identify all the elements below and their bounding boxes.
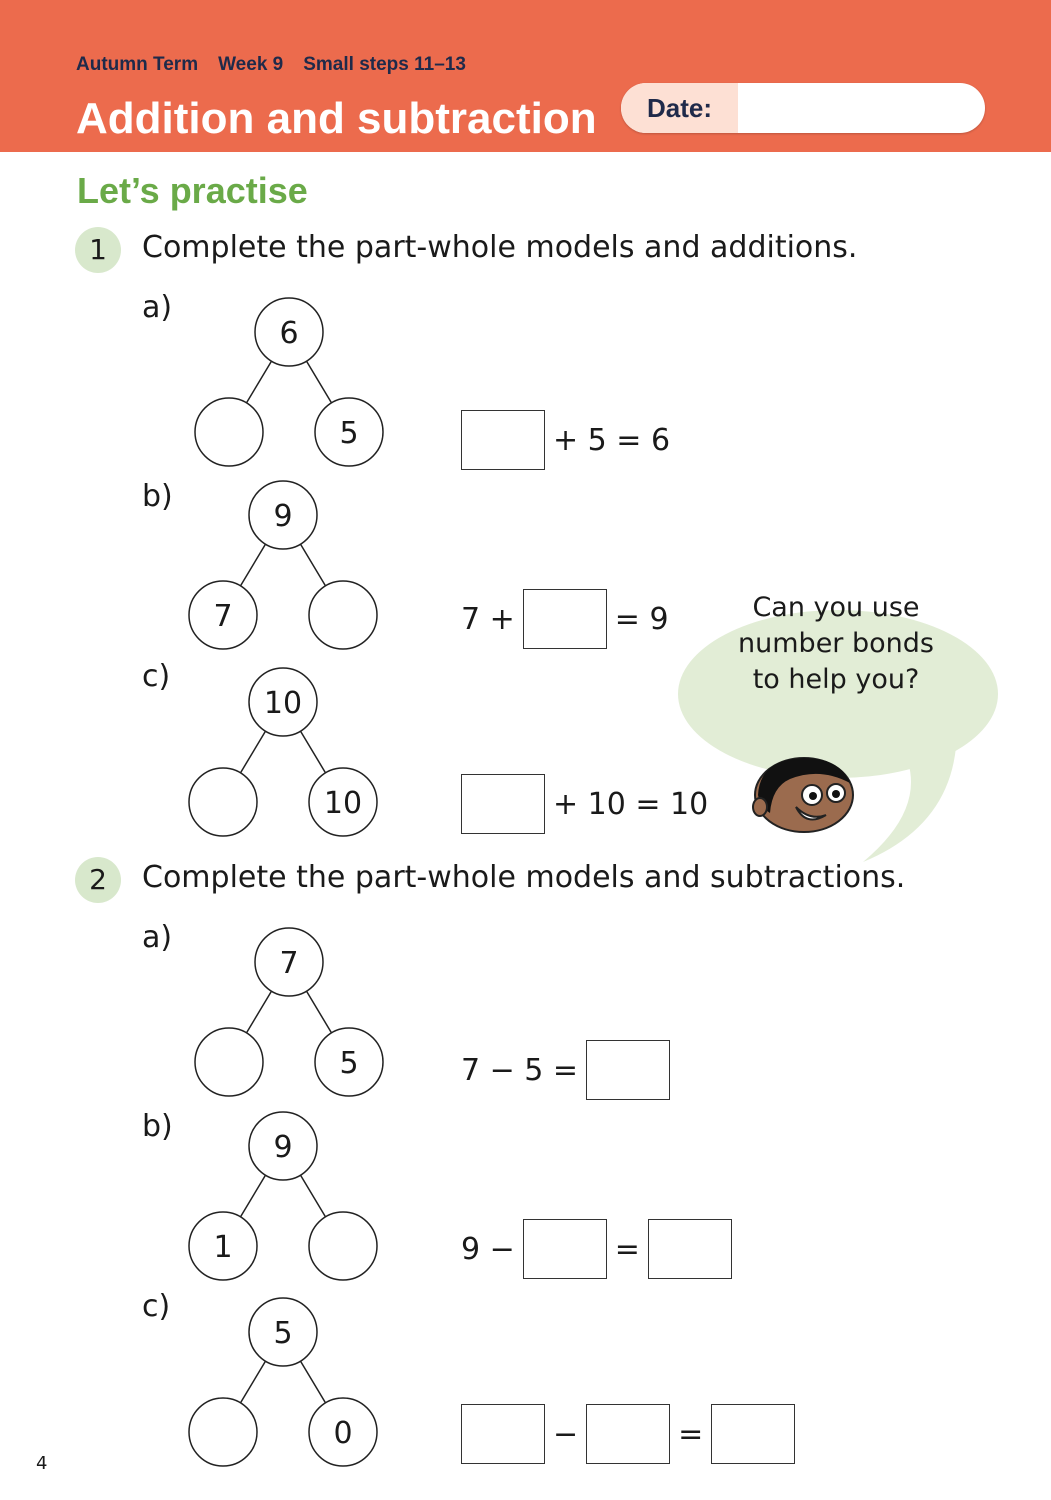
- model-right-circle: [314, 1027, 384, 1097]
- model-whole-circle: [248, 667, 318, 737]
- model-branch-line: [305, 360, 333, 404]
- hint-line: number bonds: [738, 628, 934, 659]
- model-left-circle[interactable]: [194, 1027, 264, 1097]
- equation: + 5 = 6: [461, 410, 670, 470]
- section-title: Let’s practise: [77, 170, 308, 211]
- answer-box[interactable]: [461, 1404, 545, 1464]
- model-branch-line: [239, 543, 267, 587]
- model-whole-circle: [248, 480, 318, 550]
- model-whole-value: 7: [279, 946, 298, 981]
- equation-text: 9 −: [461, 1231, 515, 1267]
- model-whole-circle: [254, 927, 324, 997]
- model-right-circle: [308, 767, 378, 837]
- part-label: a): [142, 290, 173, 325]
- answer-box[interactable]: [461, 774, 545, 834]
- question-number: 1: [75, 227, 121, 273]
- part-label: b): [142, 1109, 173, 1144]
- page-title: Addition and subtraction: [76, 94, 597, 143]
- model-left-circle: [188, 580, 258, 650]
- answer-box[interactable]: [711, 1404, 796, 1464]
- model-whole-value: 9: [273, 1130, 292, 1165]
- breadcrumb: Autumn Term Week 9 Small steps 11–13: [76, 54, 466, 76]
- answer-box[interactable]: [522, 589, 607, 649]
- model-right-circle[interactable]: [308, 1211, 378, 1281]
- equation: 7 − 5 =: [461, 1040, 671, 1100]
- equation-text: = 9: [614, 601, 669, 637]
- model-right-value: 5: [339, 416, 358, 451]
- model-whole-value: 10: [264, 686, 302, 721]
- model-whole-circle: [248, 1297, 318, 1367]
- equation: + 10 = 10: [461, 774, 708, 834]
- week-label: Week 9: [218, 54, 284, 75]
- model-branch-line: [299, 1360, 327, 1404]
- hint-text: Can you use number bonds to help you?: [700, 590, 972, 698]
- model-whole-value: 9: [273, 499, 292, 534]
- equation-text: + 5 = 6: [553, 422, 671, 458]
- hint-line: Can you use: [752, 592, 920, 623]
- date-field[interactable]: Date:: [621, 83, 985, 133]
- model-branch-line: [239, 1360, 267, 1404]
- model-left-circle[interactable]: [188, 767, 258, 837]
- header-banner: Autumn Term Week 9 Small steps 11–13 Add…: [0, 0, 1051, 152]
- equation-text: 7 − 5 =: [461, 1052, 579, 1088]
- answer-box[interactable]: [647, 1219, 732, 1279]
- answer-box[interactable]: [586, 1040, 671, 1100]
- model-whole-circle: [248, 1111, 318, 1181]
- equation: −=: [461, 1404, 796, 1464]
- equation: 7 + = 9: [461, 589, 669, 649]
- question-number: 2: [75, 857, 121, 903]
- model-branch-line: [239, 1174, 267, 1218]
- model-right-circle[interactable]: [308, 580, 378, 650]
- model-whole-circle: [254, 297, 324, 367]
- model-right-value: 5: [339, 1046, 358, 1081]
- model-branch-line: [245, 360, 273, 404]
- model-branch-line: [305, 990, 333, 1034]
- model-branch-line: [299, 1174, 327, 1218]
- model-left-circle[interactable]: [188, 1397, 258, 1467]
- model-left-value: 7: [213, 599, 232, 634]
- equation-text: =: [614, 1231, 640, 1267]
- part-label: a): [142, 920, 173, 955]
- model-right-value: 0: [333, 1416, 352, 1451]
- model-left-circle[interactable]: [194, 397, 264, 467]
- date-label: Date:: [621, 83, 738, 133]
- model-whole-value: 6: [279, 316, 298, 351]
- question-text: Complete the part-whole models and subtr…: [142, 860, 906, 895]
- equation-text: 7 +: [461, 601, 515, 637]
- answer-box[interactable]: [461, 410, 545, 470]
- equation-text: =: [678, 1416, 704, 1452]
- hint-line: to help you?: [752, 664, 920, 695]
- answer-box[interactable]: [522, 1219, 607, 1279]
- part-label: c): [142, 1289, 171, 1324]
- child-character-icon: [752, 757, 854, 833]
- term-label: Autumn Term: [76, 54, 199, 75]
- equation: 9 − =: [461, 1219, 732, 1279]
- equation-text: −: [553, 1416, 579, 1452]
- model-branch-line: [299, 543, 327, 587]
- model-right-circle: [308, 1397, 378, 1467]
- answer-box[interactable]: [586, 1404, 671, 1464]
- equation-text: + 10 = 10: [553, 786, 709, 822]
- question-text: Complete the part-whole models and addit…: [142, 230, 858, 265]
- model-branch-line: [245, 990, 273, 1034]
- model-whole-value: 5: [273, 1316, 292, 1351]
- page-number: 4: [36, 1453, 48, 1474]
- speech-bubble: [678, 610, 998, 862]
- steps-label: Small steps 11–13: [303, 54, 466, 75]
- model-branch-line: [239, 730, 267, 774]
- part-label: b): [142, 479, 173, 514]
- model-right-value: 10: [324, 786, 362, 821]
- model-branch-line: [299, 730, 327, 774]
- part-label: c): [142, 659, 171, 694]
- model-left-value: 1: [213, 1230, 232, 1265]
- model-right-circle: [314, 397, 384, 467]
- model-left-circle: [188, 1211, 258, 1281]
